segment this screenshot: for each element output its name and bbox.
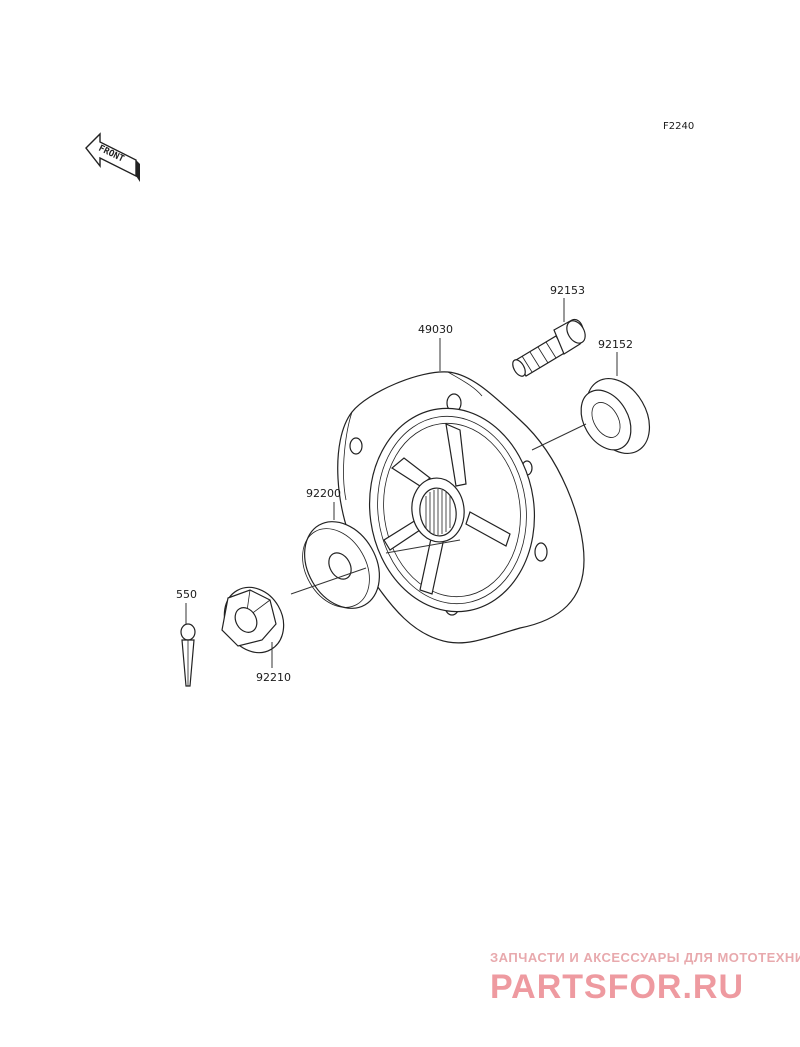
front-arrow-icon: FRONT	[85, 132, 140, 182]
hub-part	[337, 371, 585, 644]
label-49030: 49030	[418, 323, 453, 336]
label-92200: 92200	[306, 487, 341, 500]
seal-part	[580, 378, 651, 454]
watermark-tagline: ЗАПЧАСТИ И АКСЕССУАРЫ ДЛЯ МОТОТЕХНИКИ	[490, 950, 800, 965]
label-92210: 92210	[256, 671, 291, 684]
stud-part	[512, 318, 586, 377]
assembly-lines	[185, 298, 618, 668]
label-92153: 92153	[550, 284, 585, 297]
cotter-pin-part	[180, 623, 196, 687]
label-92152: 92152	[598, 338, 633, 351]
watermark-brand: PARTSFOR.RU	[490, 968, 744, 1006]
washer-part	[302, 521, 380, 609]
nut-part	[221, 586, 285, 654]
watermark: ЗАПЧАСТИ И АКСЕССУАРЫ ДЛЯ МОТОТЕХНИКИ PA…	[490, 950, 800, 1006]
figure-code: F2240	[663, 121, 694, 132]
label-550: 550	[176, 588, 197, 601]
